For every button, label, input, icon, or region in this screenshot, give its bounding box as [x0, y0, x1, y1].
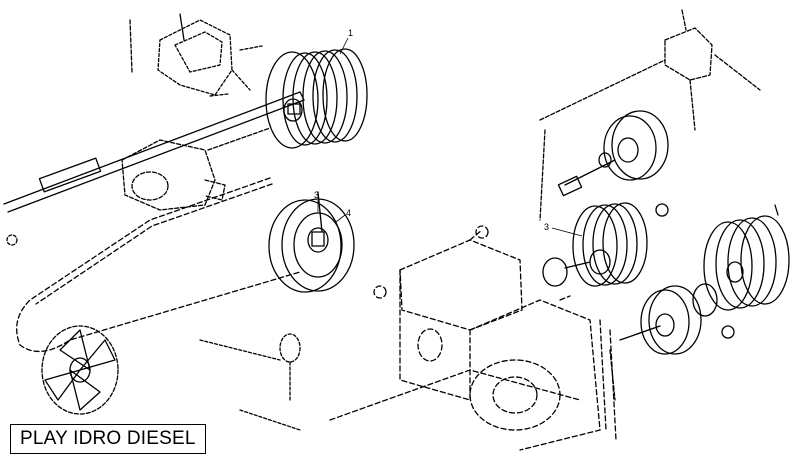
- drive-shaft: [3, 91, 305, 213]
- central-frame: [329, 225, 601, 451]
- bolt-small-top: [129, 13, 263, 97]
- frame-right: [559, 295, 617, 441]
- callouts: [317, 37, 583, 237]
- small-parts-left: [6, 234, 301, 431]
- flange-right-bottom: [609, 283, 735, 401]
- callout-4: 4: [346, 208, 351, 218]
- belt-left: [16, 177, 301, 352]
- pulley-right: [542, 202, 669, 287]
- pulley-mid: [268, 191, 355, 293]
- callout-1: 1: [348, 28, 353, 38]
- callout-3-pulley: 3: [544, 222, 549, 232]
- pulley-right-top: [557, 110, 669, 197]
- fan: [41, 325, 119, 415]
- diagram-caption: PLAY IDRO DIESEL: [10, 424, 206, 454]
- bracket-right-top: [539, 9, 761, 221]
- bracket-top: [157, 19, 251, 96]
- pulley-top: [265, 48, 368, 149]
- pulley-far-right: [703, 204, 790, 311]
- callout-3-bolt: 3: [314, 190, 319, 200]
